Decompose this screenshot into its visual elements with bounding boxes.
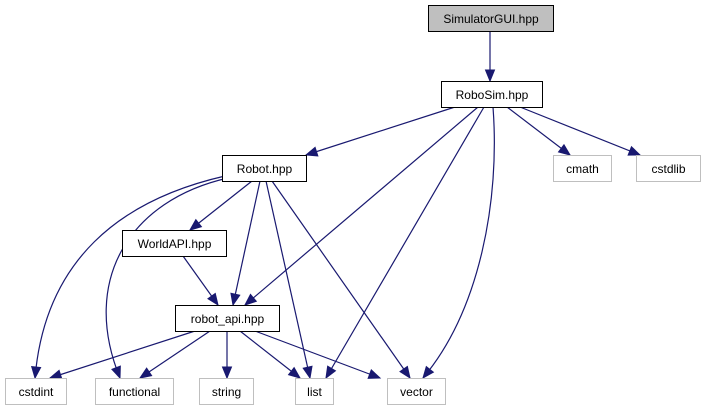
node-worldapi[interactable]: WorldAPI.hpp [122,230,227,257]
node-label: WorldAPI.hpp [138,237,212,251]
arrowhead-icon [399,365,411,380]
node-robosim[interactable]: RoboSim.hpp [441,81,543,108]
edge-simulatorgui-to-robosim [484,31,496,83]
node-cstdlib: cstdlib [636,155,701,182]
edge-robot-to-vector [271,180,411,380]
edge-line [189,180,253,231]
edge-line [34,175,226,379]
node-robot_api[interactable]: robot_api.hpp [175,305,280,332]
arrowhead-icon [557,143,572,156]
arrowhead-icon [243,293,258,306]
node-label: cstdlib [651,162,685,176]
node-box [5,378,67,405]
node-label: RoboSim.hpp [456,88,529,102]
arrowhead-icon [302,365,313,380]
arrowhead-icon [304,146,319,157]
node-label: cstdint [19,385,54,399]
arrowhead-icon [230,292,241,307]
edge-line [325,106,485,379]
arrowhead-icon [207,292,219,307]
node-vector: vector [387,378,446,405]
node-label: functional [109,385,160,399]
edge-line [232,180,261,306]
edge-robosim-to-cmath [506,106,572,156]
node-box [295,378,334,405]
node-box [636,155,701,182]
arrowhead-icon [325,365,337,380]
edge-line [239,330,301,379]
node-box [95,378,174,405]
edge-line [254,330,381,379]
arrowhead-icon [138,367,153,379]
arrowhead-icon [30,366,42,380]
edge-robot-to-list [265,180,313,380]
edge-line [422,106,495,379]
node-label: string [212,385,241,399]
node-label: cmath [566,162,599,176]
node-box[interactable] [222,155,307,182]
edge-line [519,106,641,156]
node-box [387,378,446,405]
edge-line [49,330,196,379]
node-box [553,155,612,182]
edge-robot_api-to-vector [254,330,382,379]
node-list: list [295,378,334,405]
node-label: robot_api.hpp [191,312,265,326]
node-label: Robot.hpp [237,162,293,176]
edge-line [244,106,479,306]
edge-robot_api-to-string [221,331,233,380]
edge-robosim-to-cstdlib [519,106,642,156]
edge-robosim-to-robot [304,106,456,157]
edge-line [139,330,211,379]
edge-robot_api-to-functional [138,330,211,379]
edge-robot_api-to-list [239,330,302,379]
edge-line [105,177,229,379]
node-functional: functional [95,378,174,405]
node-simulatorgui[interactable]: SimulatorGUI.hpp [428,5,554,32]
edge-robot-to-cstdint [30,175,226,380]
arrowhead-icon [48,369,63,380]
arrowhead-icon [627,145,642,156]
edge-robot-to-robot_api [230,180,261,307]
edge-robosim-to-robot_api [243,106,479,306]
arrowhead-icon [111,365,121,380]
edge-robosim-to-list [325,106,485,380]
node-box[interactable] [122,230,227,257]
arrowhead-icon [484,69,496,83]
arrowhead-icon [422,365,435,380]
node-cstdint: cstdint [5,378,67,405]
node-label: list [307,385,322,399]
arrowhead-icon [221,366,233,380]
node-box[interactable] [428,5,554,32]
arrowhead-icon [367,369,382,379]
node-label: SimulatorGUI.hpp [443,12,539,26]
node-string: string [199,378,254,405]
node-cmath: cmath [553,155,612,182]
edge-line [265,180,311,379]
arrowhead-icon [287,366,302,379]
arrowhead-icon [188,218,203,231]
edge-robot-to-functional [105,177,229,380]
node-box[interactable] [441,81,543,108]
edge-robosim-to-vector [422,106,495,380]
edges-layer [30,31,642,380]
edge-line [271,180,411,379]
edge-line [305,106,456,156]
node-box[interactable] [175,305,280,332]
edge-robot_api-to-cstdint [48,330,196,380]
node-label: vector [400,385,433,399]
edge-line [506,106,571,156]
node-robot[interactable]: Robot.hpp [222,155,307,182]
edge-robot-to-worldapi [188,180,253,231]
node-box [199,378,254,405]
edge-worldapi-to-robot_api [182,255,219,307]
